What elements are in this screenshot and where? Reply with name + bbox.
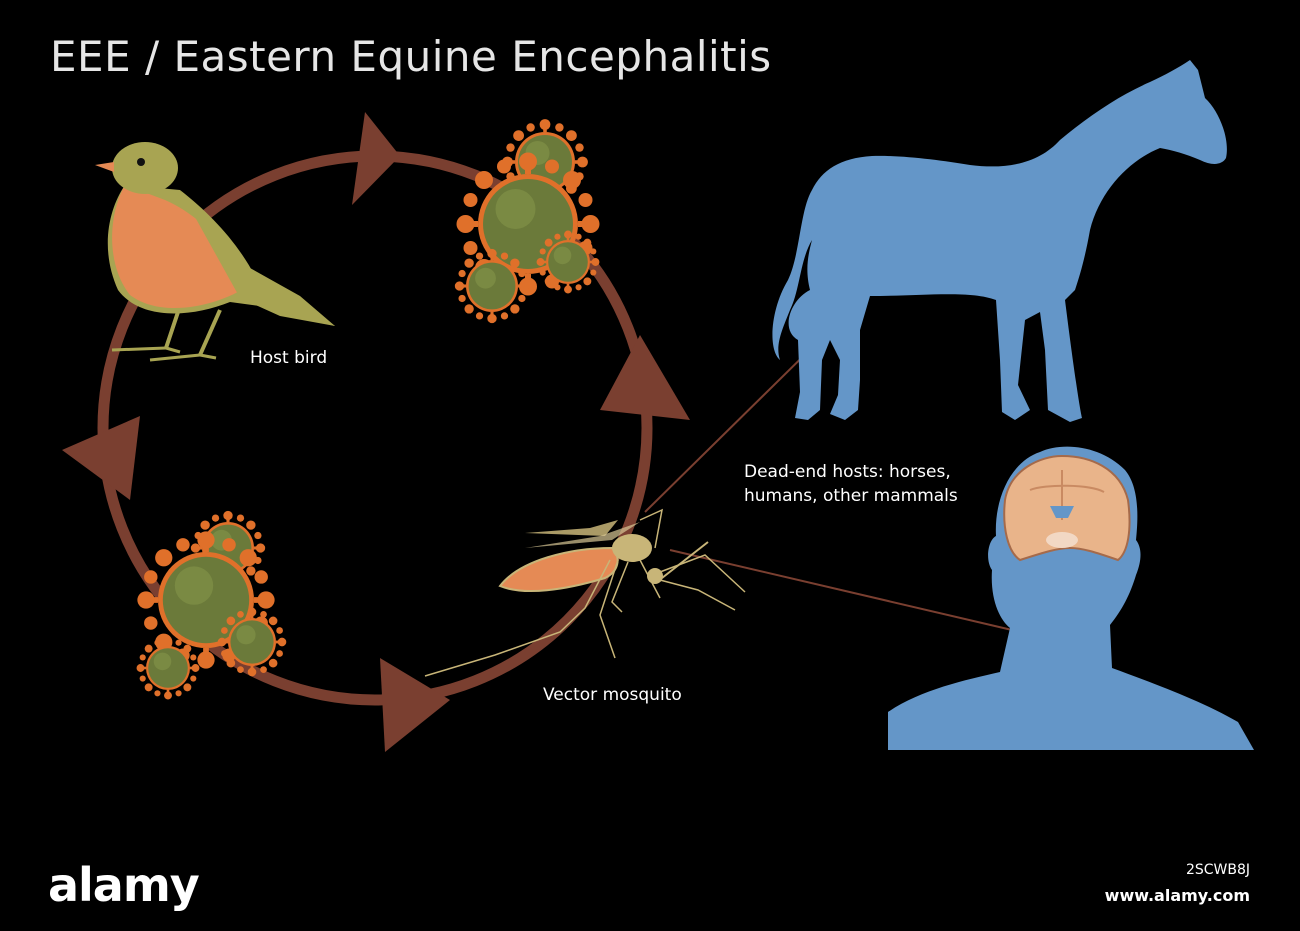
mosquito-icon	[424, 508, 746, 677]
human-head-icon	[888, 446, 1254, 750]
cycle-arrowhead-right	[600, 335, 690, 420]
horse-icon	[772, 60, 1227, 422]
label-host-bird: Host bird	[250, 348, 328, 368]
bird-icon	[95, 142, 335, 362]
virus-cluster-bottom	[137, 511, 287, 700]
cycle-arrowhead-bottom	[380, 658, 450, 752]
brain-icon	[1003, 454, 1131, 562]
watermark-brand: alamy	[48, 858, 200, 912]
page-title: EEE / Eastern Equine Encephalitis	[50, 32, 772, 81]
watermark-image-id: 2SCWB8J	[1185, 862, 1250, 878]
cycle-arrowhead-top	[352, 112, 400, 205]
label-vector-mosquito: Vector mosquito	[543, 685, 682, 705]
virus-cluster-top	[455, 119, 600, 323]
pointer-line-human	[669, 549, 1013, 631]
transmission-cycle	[62, 112, 690, 752]
label-dead-end-line1: Dead-end hosts: horses,	[744, 462, 951, 482]
cycle-arrowhead-left	[62, 416, 140, 500]
watermark-url: www.alamy.com	[1104, 886, 1250, 905]
label-dead-end-line2: humans, other mammals	[744, 486, 958, 506]
label-dead-end-hosts: Dead-end hosts: horses, humans, other ma…	[744, 460, 958, 508]
